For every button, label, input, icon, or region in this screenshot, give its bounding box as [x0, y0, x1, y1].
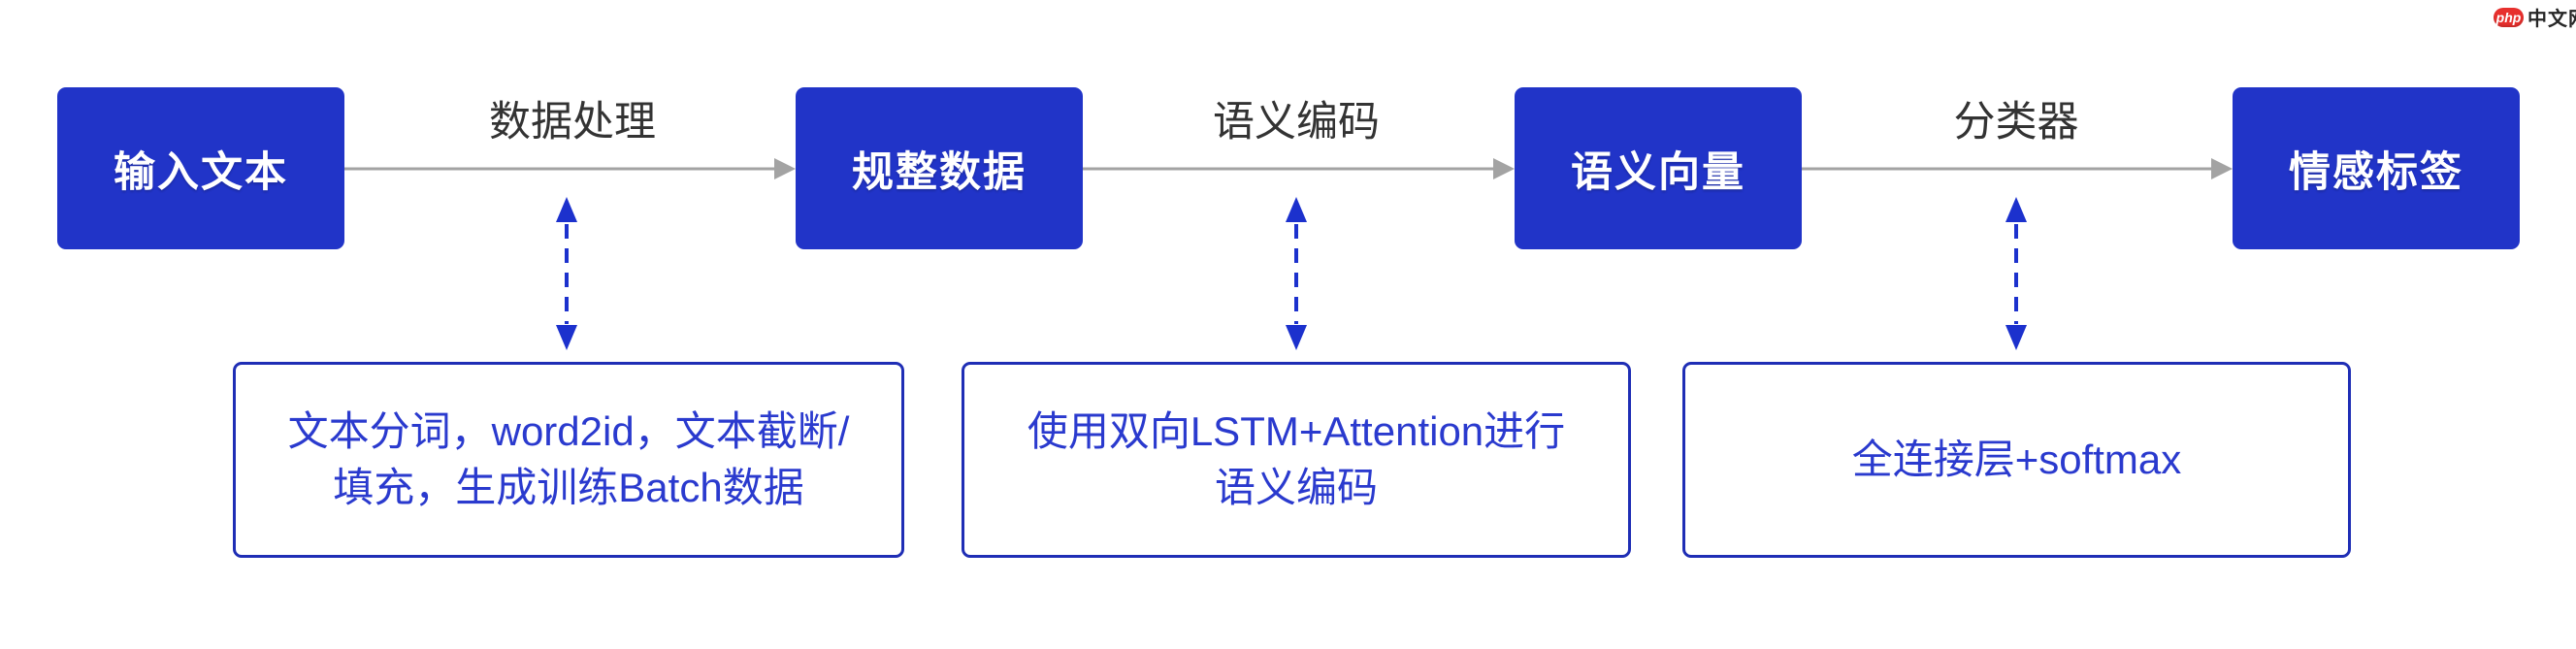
- note-line: 文本分词，word2id，文本截断/: [287, 408, 850, 454]
- node-semantic-vector-label: 语义向量: [1571, 148, 1745, 196]
- edge-label-classifier: 分类器: [1953, 99, 2079, 146]
- php-logo-badge-icon: php: [2494, 7, 2524, 27]
- node-input-text: 输入文本: [57, 87, 344, 249]
- node-sentiment-label: 情感标签: [2233, 87, 2520, 249]
- node-input-text-label: 输入文本: [114, 148, 288, 196]
- edge-label-semantic-encoding: 语义编码: [1213, 99, 1380, 146]
- site-logo-text: 中文网: [2527, 9, 2576, 30]
- note-semantic-encoding-detail: 使用双向LSTM+Attention进行 语义编码: [962, 362, 1631, 558]
- note-line: 语义编码: [1214, 465, 1378, 510]
- arrow-input-to-clean: [344, 158, 796, 179]
- edge-label-data-processing: 数据处理: [489, 99, 656, 146]
- dashed-double-arrow-semantic-encoding: [1286, 197, 1307, 350]
- dashed-double-arrow-classifier: [2005, 197, 2027, 350]
- node-cleaned-data: 规整数据: [796, 87, 1083, 249]
- note-data-processing-detail: 文本分词，word2id，文本截断/ 填充，生成训练Batch数据: [233, 362, 904, 558]
- site-logo: php 中文网: [2494, 3, 2576, 31]
- arrow-vector-to-label: [1802, 158, 2233, 179]
- node-semantic-vector: 语义向量: [1515, 87, 1802, 249]
- note-line: 全连接层+softmax: [1851, 437, 2182, 482]
- dashed-double-arrow-data-processing: [556, 197, 577, 350]
- note-line: 使用双向LSTM+Attention进行: [1027, 408, 1566, 454]
- node-cleaned-data-label: 规整数据: [852, 148, 1027, 196]
- note-classifier-detail: 全连接层+softmax: [1682, 362, 2351, 558]
- node-sentiment-label-label: 情感标签: [2289, 148, 2463, 196]
- arrow-clean-to-vector: [1083, 158, 1515, 179]
- note-line: 填充，生成训练Batch数据: [333, 465, 804, 510]
